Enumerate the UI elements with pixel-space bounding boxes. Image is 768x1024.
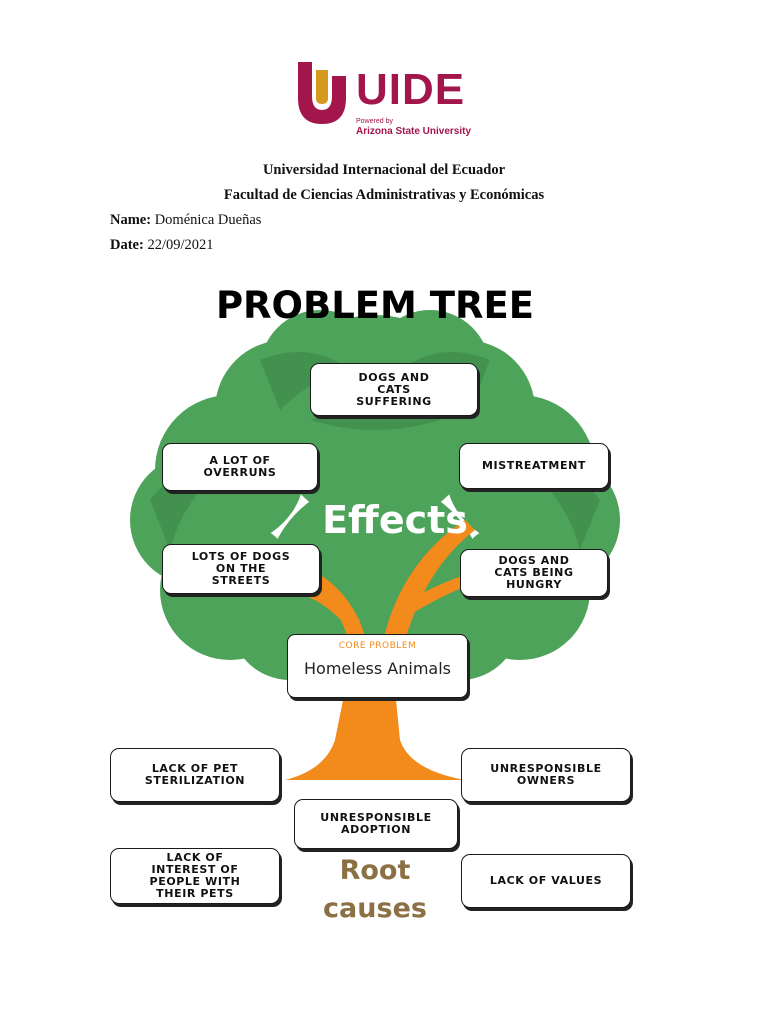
logo-partner: Arizona State University	[356, 126, 472, 137]
name-value: Doménica Dueñas	[154, 212, 262, 228]
cause-box-adoption: UNRESPONSIBLE ADOPTION	[294, 799, 458, 849]
core-problem-text: Homeless Animals	[304, 659, 451, 678]
problem-tree-title: PROBLEM TREE	[215, 284, 535, 327]
core-problem-label: CORE PROBLEM	[338, 641, 417, 651]
effect-box-suffering: DOGS AND CATS SUFFERING	[310, 363, 478, 416]
problem-tree-figure: PROBLEM TREE Effects DOGS AND CATS SUFFE…	[110, 270, 640, 924]
logo-wordmark: UIDE	[356, 65, 466, 114]
logo-powered-by: Powered by	[356, 118, 393, 125]
root-causes-heading: Root causes	[323, 855, 427, 924]
effect-box-hungry: DOGS AND CATS BEING HUNGRY	[460, 549, 608, 597]
effect-box-dogs-streets: LOTS OF DOGS ON THE STREETS	[162, 544, 320, 594]
university-name: Universidad Internacional del Ecuador	[262, 162, 506, 178]
effect-box-mistreatment: MISTREATMENT	[459, 443, 609, 489]
date-value: 22/09/2021	[147, 237, 214, 253]
name-label: Name:	[110, 212, 152, 228]
date-line: Date: 22/09/2021	[110, 237, 214, 254]
date-label: Date:	[110, 237, 144, 253]
cause-box-owners: UNRESPONSIBLE OWNERS	[461, 748, 631, 802]
effects-heading: Effects	[322, 498, 468, 542]
faculty-name: Facultad de Ciencias Administrativas y E…	[223, 187, 545, 203]
cause-box-values: LACK OF VALUES	[461, 854, 631, 908]
name-line: Name: Doménica Dueñas	[110, 212, 261, 229]
effect-box-overruns: A LOT OF OVERRUNS	[162, 443, 318, 491]
uide-u-emblem	[298, 62, 346, 124]
uide-logo: UIDE Powered by Arizona State University	[292, 54, 492, 146]
cause-box-lack-interest: LACK OF INTEREST OF PEOPLE WITH THEIR PE…	[110, 848, 280, 904]
core-problem-box: CORE PROBLEM Homeless Animals	[287, 634, 468, 698]
cause-box-sterilization: LACK OF PET STERILIZATION	[110, 748, 280, 802]
